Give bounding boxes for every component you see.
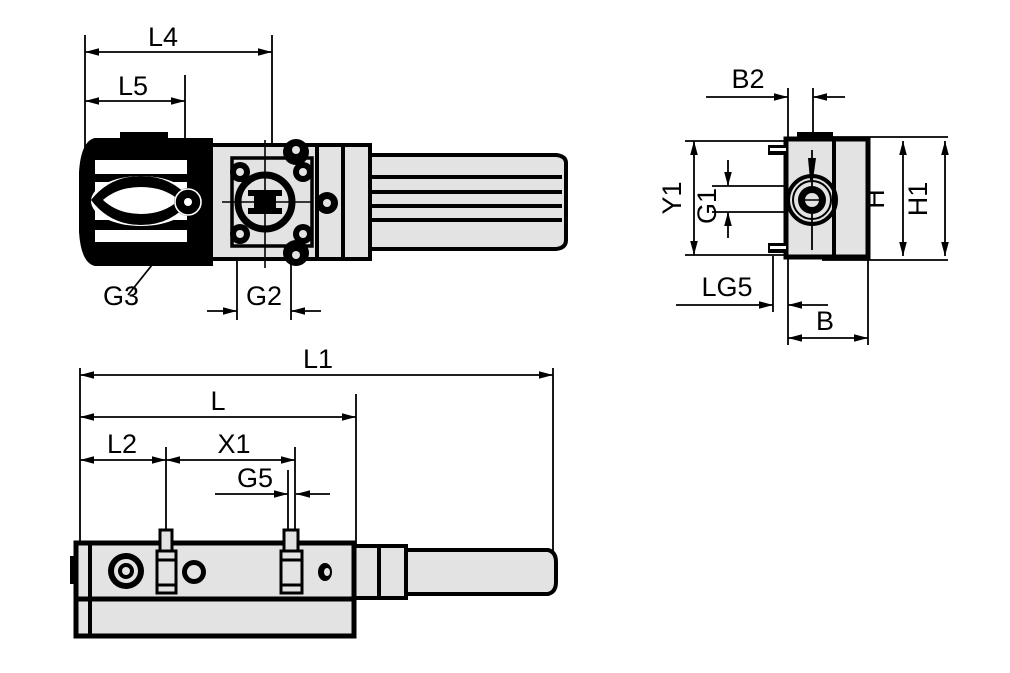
dimension-L5: L5 — [85, 71, 185, 105]
central-bore — [234, 171, 296, 233]
dimension-Y1: Y1 — [657, 140, 790, 256]
bore-slots — [248, 190, 282, 214]
dimension-LG5: LG5 — [676, 256, 828, 345]
dimension-label-H1: H1 — [903, 182, 933, 217]
dimension-L2: L2 — [80, 429, 166, 464]
dimension-label-L5: L5 — [118, 71, 148, 101]
dimension-label-X1: X1 — [217, 429, 250, 459]
side-body-left-tab — [70, 556, 78, 584]
mounting-rails — [768, 145, 788, 253]
bore-pointer — [808, 158, 816, 180]
bolt-bottom-right-hole — [299, 230, 307, 238]
dimension-label-L4: L4 — [148, 22, 178, 52]
drive-block-screw — [174, 188, 202, 216]
dimension-label-G2: G2 — [246, 281, 282, 311]
dimension-label-G3: G3 — [103, 281, 139, 311]
dimension-label-B: B — [816, 306, 834, 336]
dimension-label-L1: L1 — [303, 344, 333, 374]
end-view-bore — [786, 174, 838, 226]
boss-bottom-hole — [292, 251, 300, 259]
barrel-ribs — [370, 175, 562, 222]
dimension-label-G1: G1 — [692, 188, 722, 224]
side-view-body — [70, 528, 558, 639]
dimension-L4: L4 — [85, 22, 272, 56]
side-port-washer — [108, 553, 144, 589]
dimension-label-G5: G5 — [237, 463, 273, 493]
sensor-pin-1 — [155, 528, 178, 595]
dimension-label-L2: L2 — [107, 429, 137, 459]
dimension-L1: L1 — [80, 344, 553, 379]
dimension-label-Y1: Y1 — [657, 181, 687, 214]
shaft-collar-outer — [376, 544, 408, 600]
side-small-slot — [318, 563, 332, 581]
top-view: L4 L5 G2 G3 — [79, 22, 568, 320]
side-port-hole — [323, 199, 331, 207]
end-view-body — [768, 132, 871, 260]
dimension-B2: B2 — [706, 64, 845, 148]
bolt-bottom-left-hole — [236, 230, 244, 238]
side-body-lower — [73, 596, 357, 639]
sensor-pin-2 — [279, 528, 304, 595]
dimension-L: L — [80, 386, 356, 421]
dimension-label-B2: B2 — [731, 64, 764, 94]
end-view: B2 Y1 G1 H H1 — [657, 64, 949, 345]
drive-block-window — [91, 160, 191, 242]
rail-bottom-slot — [770, 246, 786, 249]
drive-block-lug — [120, 132, 168, 141]
dimension-H1: H1 — [903, 141, 949, 256]
dimension-G5: G5 — [215, 463, 330, 498]
top-view-body — [79, 132, 568, 268]
ribbed-barrel — [365, 153, 568, 251]
flange-bolts — [230, 162, 313, 244]
bolt-top-left-hole — [236, 168, 244, 176]
rail-top-slot — [770, 148, 786, 151]
bolt-top-right-hole — [299, 168, 307, 176]
housing-tab-bosses — [283, 139, 309, 266]
side-view: L1 L L2 X1 G5 — [70, 344, 558, 639]
dimension-G1: G1 — [692, 160, 800, 238]
dimension-B: B — [788, 260, 869, 345]
dimension-label-L: L — [210, 386, 225, 416]
side-small-ring — [182, 560, 206, 584]
dimension-G2: G2 — [207, 281, 321, 315]
dimension-X1: X1 — [166, 429, 295, 464]
bore-key — [254, 196, 276, 208]
tapered-shaft — [403, 548, 558, 596]
dimension-label-LG5: LG5 — [701, 272, 752, 302]
end-view-top-lug — [797, 132, 833, 140]
boss-top-hole — [292, 146, 300, 154]
